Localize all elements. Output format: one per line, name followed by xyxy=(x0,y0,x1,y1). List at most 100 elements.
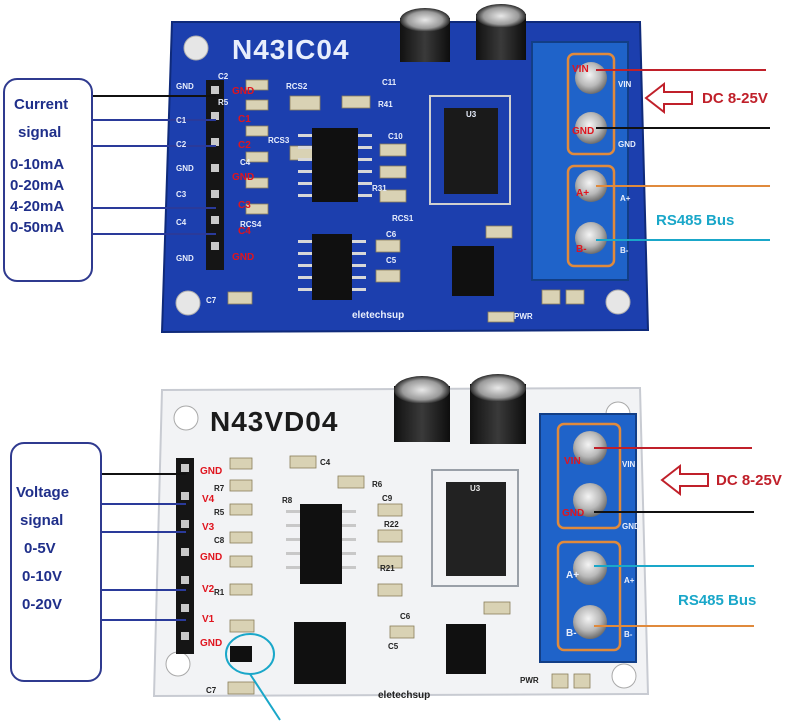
screw-terminal xyxy=(573,483,607,517)
component-label: C4 xyxy=(240,158,251,167)
edge-silk: VIN xyxy=(622,460,636,469)
terminal-label: A+ xyxy=(576,188,590,199)
range-item: 4-20mA xyxy=(10,198,65,215)
edge-silk: C1 xyxy=(176,116,187,125)
mount-hole xyxy=(173,405,199,431)
pin-label: V1 xyxy=(202,614,215,625)
component-label: R5 xyxy=(214,508,225,517)
component-label: R6 xyxy=(372,480,383,489)
screw-terminal xyxy=(575,222,607,254)
component-label: C5 xyxy=(388,642,399,651)
component-label: C8 xyxy=(214,536,225,545)
edge-silk: C4 xyxy=(176,218,187,227)
bottom-board xyxy=(98,374,754,721)
component-label: C10 xyxy=(388,132,403,141)
pin-label: V2 xyxy=(202,584,215,595)
component-label: R8 xyxy=(282,496,293,505)
terminal-label: A+ xyxy=(566,570,580,581)
component-label: C7 xyxy=(206,296,217,305)
capacitor xyxy=(394,376,450,404)
terminal-label: VIN xyxy=(572,64,589,75)
transistor xyxy=(230,646,252,662)
power-terminal-highlight xyxy=(566,52,616,156)
screw-terminal xyxy=(573,431,607,465)
capacitor xyxy=(476,4,526,28)
mount-hole xyxy=(165,651,191,677)
capacitor xyxy=(400,8,450,32)
edge-silk: C2 xyxy=(176,140,187,149)
rs485-label: RS485 Bus xyxy=(678,592,757,609)
terminal-label: GND xyxy=(562,508,585,519)
ic-chip xyxy=(294,622,346,684)
pin-header xyxy=(206,80,224,270)
signal-subtitle: signal xyxy=(20,512,64,529)
terminal-label: B- xyxy=(566,628,577,639)
pin-label: GND xyxy=(232,172,255,183)
component-label: R1 xyxy=(214,588,225,597)
component-label: U3 xyxy=(466,110,477,119)
ic-chip xyxy=(312,128,358,202)
rs485-label: RS485 Bus xyxy=(656,212,735,229)
component-label: C6 xyxy=(386,230,397,239)
edge-silk: C3 xyxy=(176,190,187,199)
range-item: 0-10mA xyxy=(10,156,65,173)
mount-hole xyxy=(175,290,201,316)
component-label: PWR xyxy=(520,676,539,685)
component-label: C9 xyxy=(382,494,393,503)
range-item: 0-20mA xyxy=(10,177,65,194)
component-label: C7 xyxy=(206,686,217,695)
terminal-label: VIN xyxy=(564,456,581,467)
terminal-label: GND xyxy=(572,126,595,137)
component-label: C2 xyxy=(218,72,229,81)
component-label: R7 xyxy=(214,484,225,493)
pin-label: GND xyxy=(200,552,223,563)
current-signal-box xyxy=(3,78,93,282)
screw-terminal xyxy=(575,170,607,202)
component-label: U3 xyxy=(470,484,481,493)
component-label: R41 xyxy=(378,100,393,109)
component-label: RCS3 xyxy=(268,136,290,145)
range-item: 0-50mA xyxy=(10,219,65,236)
range-item: 0-10V xyxy=(22,568,63,585)
component-label: C5 xyxy=(386,256,397,265)
pin-label: GND xyxy=(232,252,255,263)
ic-chip xyxy=(446,624,486,674)
arrow-left-icon xyxy=(644,81,693,115)
brand-label: eletechsup xyxy=(378,690,431,701)
pin-label: GND xyxy=(200,638,223,649)
range-item: 0-20V xyxy=(22,596,63,613)
edge-silk: GND xyxy=(176,164,194,173)
signal-subtitle: signal xyxy=(18,124,62,141)
pin-label: GND xyxy=(232,86,255,97)
voltage-regulator xyxy=(446,482,506,576)
terminal-label: B- xyxy=(576,244,587,255)
component-label: RCS1 xyxy=(392,214,414,223)
dc-voltage-label: DC 8-25V xyxy=(702,90,768,107)
pin-label: C4 xyxy=(238,226,251,237)
brand-label: eletechsup xyxy=(352,310,405,321)
mount-hole xyxy=(183,35,209,61)
screw-terminal xyxy=(575,112,607,144)
component-label: C4 xyxy=(320,458,331,467)
pin-label: C1 xyxy=(238,114,251,125)
signal-title: Voltage xyxy=(16,484,70,501)
edge-silk: B- xyxy=(620,246,629,255)
edge-silk: A+ xyxy=(620,194,631,203)
ic-chip xyxy=(312,234,352,300)
board-model: N43IC04 xyxy=(232,34,350,65)
edge-silk: GND xyxy=(622,522,640,531)
component-label: R31 xyxy=(372,184,387,193)
edge-silk: GND xyxy=(176,82,194,91)
component-label: PWR xyxy=(514,312,533,321)
dc-voltage-label: DC 8-25V xyxy=(716,472,782,489)
voltage-signal-box xyxy=(10,442,102,682)
board-model: N43VD04 xyxy=(210,406,339,437)
component-label: R5 xyxy=(218,98,229,107)
signal-title: Current xyxy=(14,96,69,113)
range-item: 0-5V xyxy=(24,540,56,557)
pin-label: C2 xyxy=(238,140,251,151)
pin-label: V3 xyxy=(202,522,215,533)
power-terminal-highlight xyxy=(556,422,622,530)
mount-hole xyxy=(611,663,637,689)
